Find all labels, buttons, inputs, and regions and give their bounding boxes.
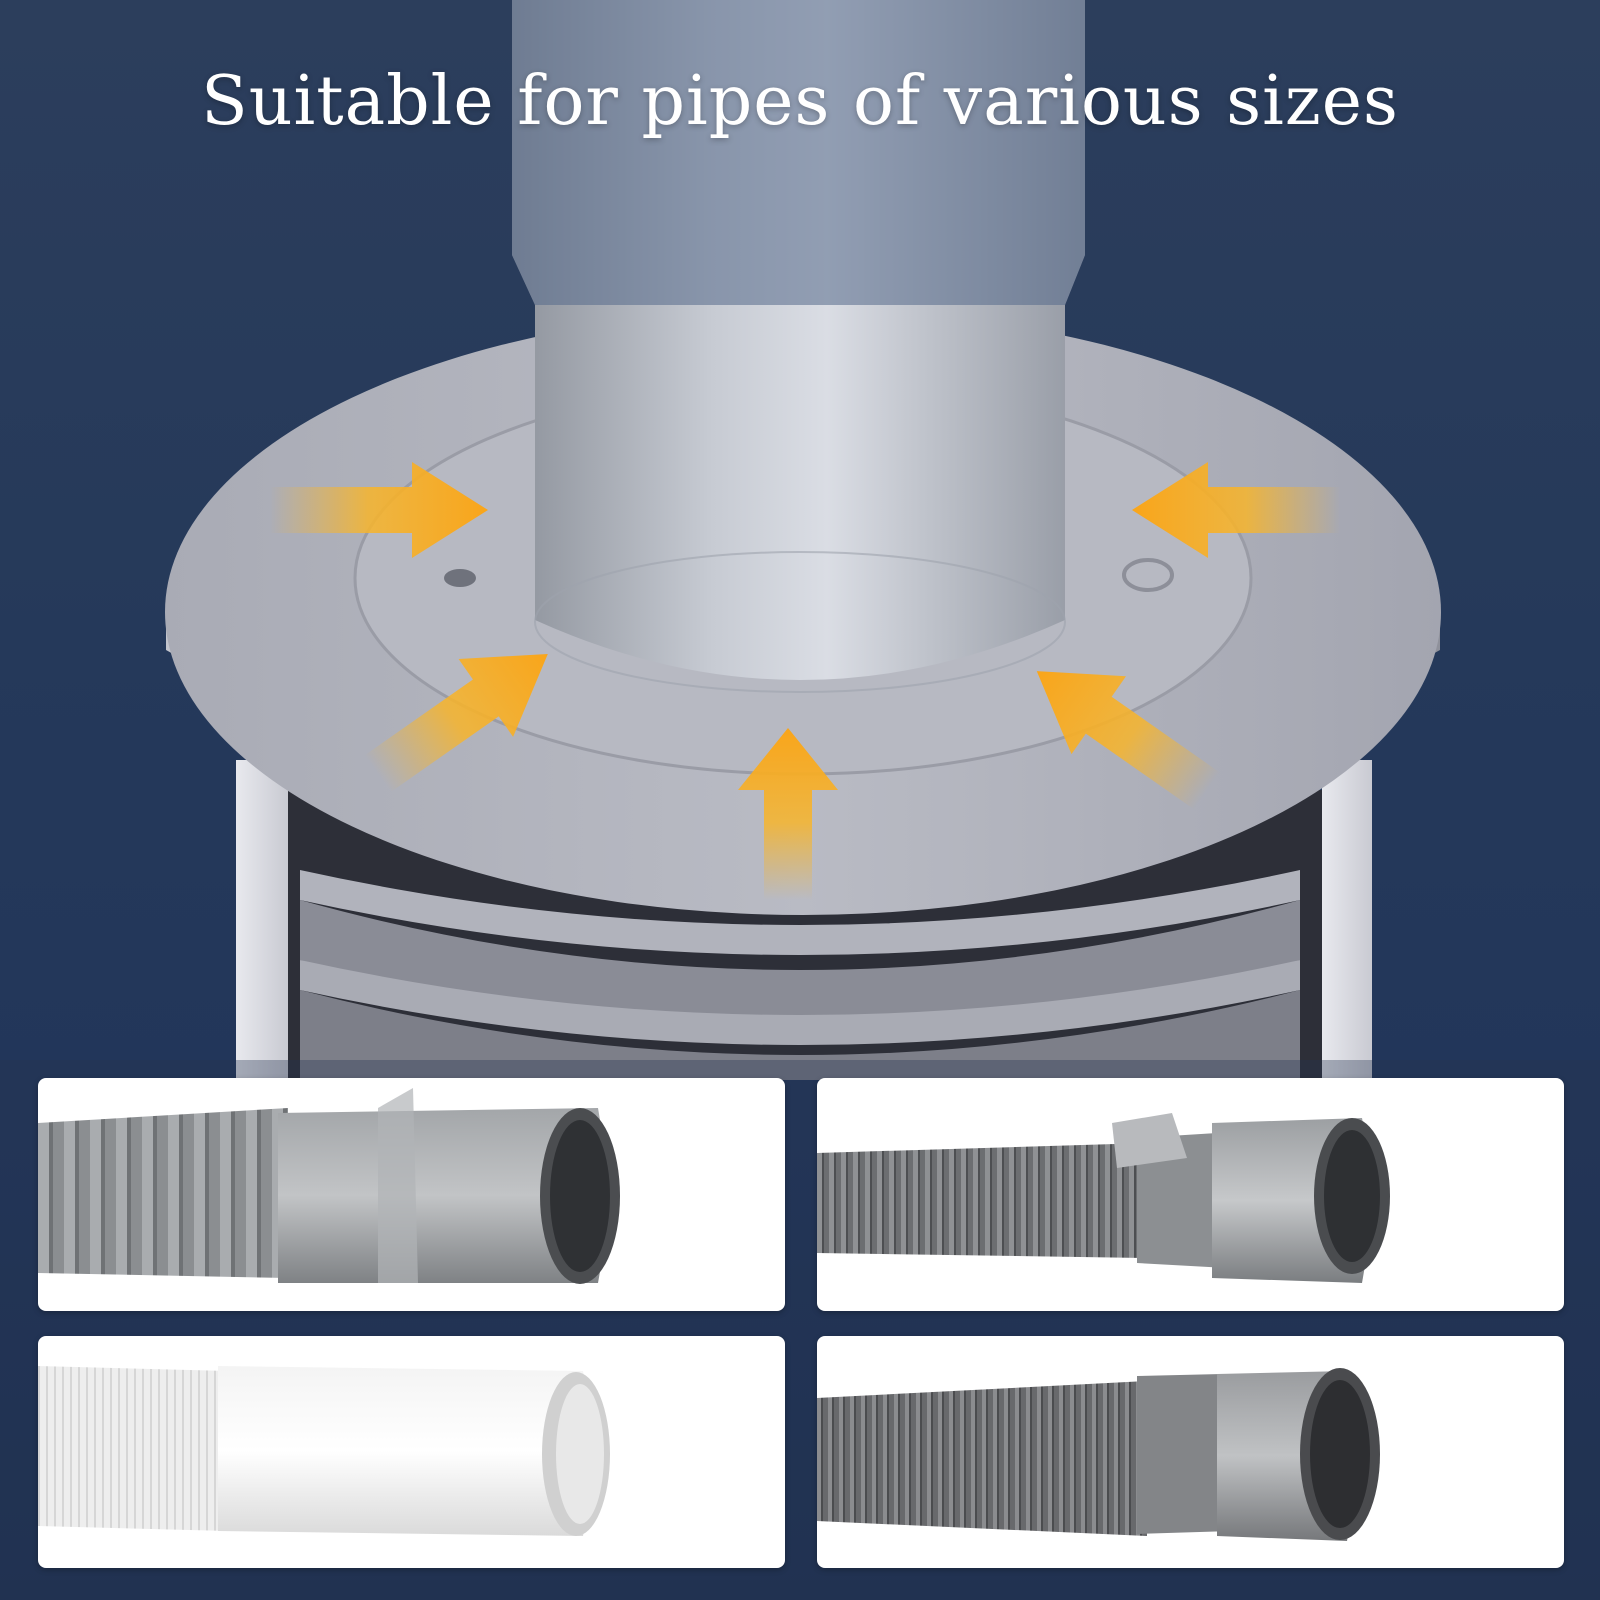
drain-wall-left bbox=[236, 760, 288, 1080]
arrow-icon bbox=[738, 728, 838, 900]
arrow-icon bbox=[270, 462, 488, 558]
arrow-icon bbox=[364, 653, 548, 793]
seal-ring-lower-2 bbox=[300, 900, 1300, 1030]
dark-corrugated-hose-with-clip-image bbox=[817, 1113, 1390, 1283]
headline: Suitable for pipes of various sizes bbox=[201, 62, 1399, 141]
white-corrugated-hose-image bbox=[38, 1366, 610, 1536]
arrow-icon bbox=[1036, 671, 1220, 810]
drain-wall-right bbox=[1322, 760, 1372, 1080]
panel-white-hose bbox=[38, 1336, 785, 1568]
seal-hole-right bbox=[1122, 558, 1174, 592]
gray-hose-with-grey-coupler-image bbox=[38, 1088, 620, 1284]
panel-dark-hose-gray-end bbox=[817, 1336, 1564, 1568]
panel-gray-hose bbox=[38, 1078, 785, 1311]
seal-ring-lower-3 bbox=[300, 990, 1300, 1080]
panel-dark-hose-clip bbox=[817, 1078, 1564, 1311]
seal-hole-left bbox=[444, 569, 476, 587]
arrow-icon bbox=[1132, 462, 1340, 558]
dark-corrugated-hose-with-gray-end-image bbox=[817, 1368, 1380, 1541]
